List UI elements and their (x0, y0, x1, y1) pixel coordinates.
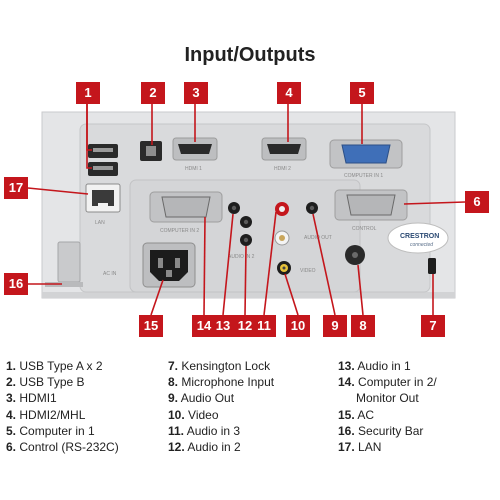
callout-14: 14 (192, 315, 216, 337)
audio-in1-jack (228, 202, 240, 214)
microphone-jack (345, 245, 365, 265)
hdmi2-port (261, 137, 307, 161)
audio-in3-rca-white (274, 230, 290, 246)
legend-item: 9. Audio Out (168, 391, 235, 406)
panel-shadow (42, 292, 455, 298)
legend-item: 4. HDMI2/MHL (6, 407, 86, 422)
ac-in-label: AC IN (103, 271, 117, 277)
legend-item: 13. Audio in 1 (338, 359, 411, 373)
legend-item: 17. LAN (338, 440, 382, 455)
legend-item: 16. Security Bar (338, 423, 424, 438)
callout-17: 17 (4, 177, 28, 199)
hdmi1-port-label: HDMI 1 (185, 166, 202, 172)
callout-1: 1 (76, 82, 100, 104)
usb-a-ports (88, 144, 118, 176)
callout-7: 7 (421, 315, 445, 337)
legend-item: 11. Audio in 3 (168, 423, 241, 438)
legend-column-3: 13. Audio in 1 14. Computer in 2/ Monito… (338, 358, 437, 455)
audio-in2-jack (240, 216, 252, 228)
crestron-sub-text: connected (410, 242, 433, 248)
callout-15: 15 (139, 315, 163, 337)
ac-inlet (142, 242, 196, 288)
audio-in2-lower-jack (240, 234, 252, 246)
crestron-badge: CRESTRON connected (387, 222, 449, 254)
lan-port-label: LAN (95, 220, 105, 226)
callout-12: 12 (233, 315, 257, 337)
video-rca-jack (277, 261, 291, 275)
audio-in3-rca-red (275, 202, 289, 216)
legend-item-continuation: Monitor Out (356, 391, 419, 406)
callout-6: 6 (465, 191, 489, 213)
video-label: VIDEO (300, 268, 316, 274)
callout-16: 16 (4, 273, 28, 295)
legend-item: 6. Control (RS-232C) (6, 440, 119, 455)
legend-item: 2. USB Type B (6, 375, 85, 390)
diagram-title: Input/Outputs (184, 44, 316, 66)
callout-2: 2 (141, 82, 165, 104)
computer-in2-port-label: COMPUTER IN 2 (160, 228, 199, 234)
callout-8: 8 (351, 315, 375, 337)
callout-5: 5 (350, 82, 374, 104)
legend-item: 3. HDMI1 (6, 391, 57, 406)
control-port (334, 189, 408, 221)
callout-10: 10 (286, 315, 310, 337)
computer-in1-port-label: COMPUTER IN 1 (344, 173, 383, 179)
usb-b-port (140, 141, 162, 161)
legend-item: 10. Video (168, 407, 219, 422)
computer-in1-port (329, 139, 403, 169)
legend-item: 1. USB Type A x 2 (6, 359, 103, 373)
leader-lines (27, 102, 466, 316)
crestron-brand-text: CRESTRON (400, 233, 439, 240)
legend-item: 14. Computer in 2/ (338, 375, 437, 390)
audio-in2-label: AUDIO IN 2 (228, 254, 255, 260)
callout-3: 3 (184, 82, 208, 104)
computer-in2-port (149, 191, 223, 223)
kensington-lock (428, 258, 436, 274)
legend-item: 15. AC (338, 407, 375, 422)
security-bar (45, 241, 83, 287)
legend-column-1: 1. USB Type A x 2 2. USB Type B 3. HDMI1… (6, 358, 119, 455)
legend-item: 7. Kensington Lock (168, 359, 271, 373)
legend-item: 12. Audio in 2 (168, 440, 241, 455)
control-port-label: CONTROL (352, 226, 377, 232)
hdmi2-port-label: HDMI 2 (274, 166, 291, 172)
callout-4: 4 (277, 82, 301, 104)
legend-item: 8. Microphone Input (168, 375, 275, 390)
callout-13: 13 (211, 315, 235, 337)
lan-port (85, 183, 121, 213)
legend-column-2: 7. Kensington Lock 8. Microphone Input 9… (168, 358, 274, 455)
callout-9: 9 (323, 315, 347, 337)
audio-out-jack (306, 202, 318, 214)
callout-11: 11 (252, 315, 276, 337)
legend-item: 5. Computer in 1 (6, 423, 95, 438)
